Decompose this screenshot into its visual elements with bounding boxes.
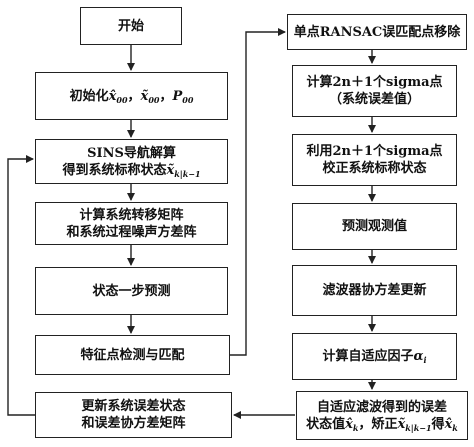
sins-box: SINS导航解算 得到系统标称状态x̃k|k−1: [35, 139, 228, 184]
matrix-line1: 计算系统转移矩阵: [79, 207, 184, 223]
sigma-calc-line1: 计算2n＋1个sigma点: [306, 75, 443, 90]
sigma-correct-line1: 利用2n＋1个sigma点: [306, 144, 443, 159]
obs-box: 预测观测值: [292, 203, 457, 250]
arrow-loop-back: [7, 155, 35, 416]
adaptive-line2: 状态值x̂k，矫正x̃k|k−1得x̂k: [306, 416, 458, 433]
feature-label: 特征点检测与匹配: [80, 347, 185, 363]
sins-line1: SINS导航解算: [87, 145, 176, 161]
feature-box: 特征点检测与匹配: [35, 335, 230, 375]
sigma-correct-box: 利用2n＋1个sigma点 校正系统标称状态: [292, 134, 457, 186]
cov-box: 滤波器协方差更新: [292, 265, 457, 316]
start-box: 开始: [80, 7, 182, 45]
alpha-box: 计算自适应因子αi: [292, 333, 457, 380]
adaptive-line1: 自适应滤波得到的误差: [316, 399, 447, 415]
init-box: 初始化x̂00，x̃00，P00: [35, 72, 228, 120]
predict-label: 状态一步预测: [92, 283, 171, 299]
alpha-label: 计算自适应因子αi: [322, 349, 427, 365]
sigma-calc-line2: （系统误差值）: [328, 92, 420, 107]
predict-box: 状态一步预测: [35, 267, 228, 315]
arrow-feature-ransac: [230, 28, 286, 356]
init-label: 初始化x̂00，x̃00，P00: [69, 88, 194, 105]
update-line2: 和误差协方差矩阵: [81, 416, 186, 431]
ransac-label: 单点RANSAC误匹配点移除: [293, 24, 461, 40]
sigma-calc-box: 计算2n＋1个sigma点 （系统误差值）: [292, 65, 457, 117]
start-label: 开始: [117, 18, 144, 34]
obs-label: 预测观测值: [341, 219, 407, 234]
matrix-line2: 和系统过程噪声方差阵: [66, 224, 197, 240]
sins-line2: 得到系统标称状态x̃k|k−1: [62, 162, 201, 179]
sigma-correct-line2: 校正系统标称状态: [322, 161, 427, 176]
matrix-box: 计算系统转移矩阵 和系统过程噪声方差阵: [35, 202, 228, 245]
ransac-box: 单点RANSAC误匹配点移除: [287, 14, 467, 50]
update-line1: 更新系统误差状态: [81, 399, 186, 414]
update-box: 更新系统误差状态 和误差协方差矩阵: [35, 392, 232, 438]
cov-label: 滤波器协方差更新: [322, 283, 427, 298]
adaptive-box: 自适应滤波得到的误差 状态值x̂k，矫正x̃k|k−1得x̂k: [296, 391, 468, 440]
